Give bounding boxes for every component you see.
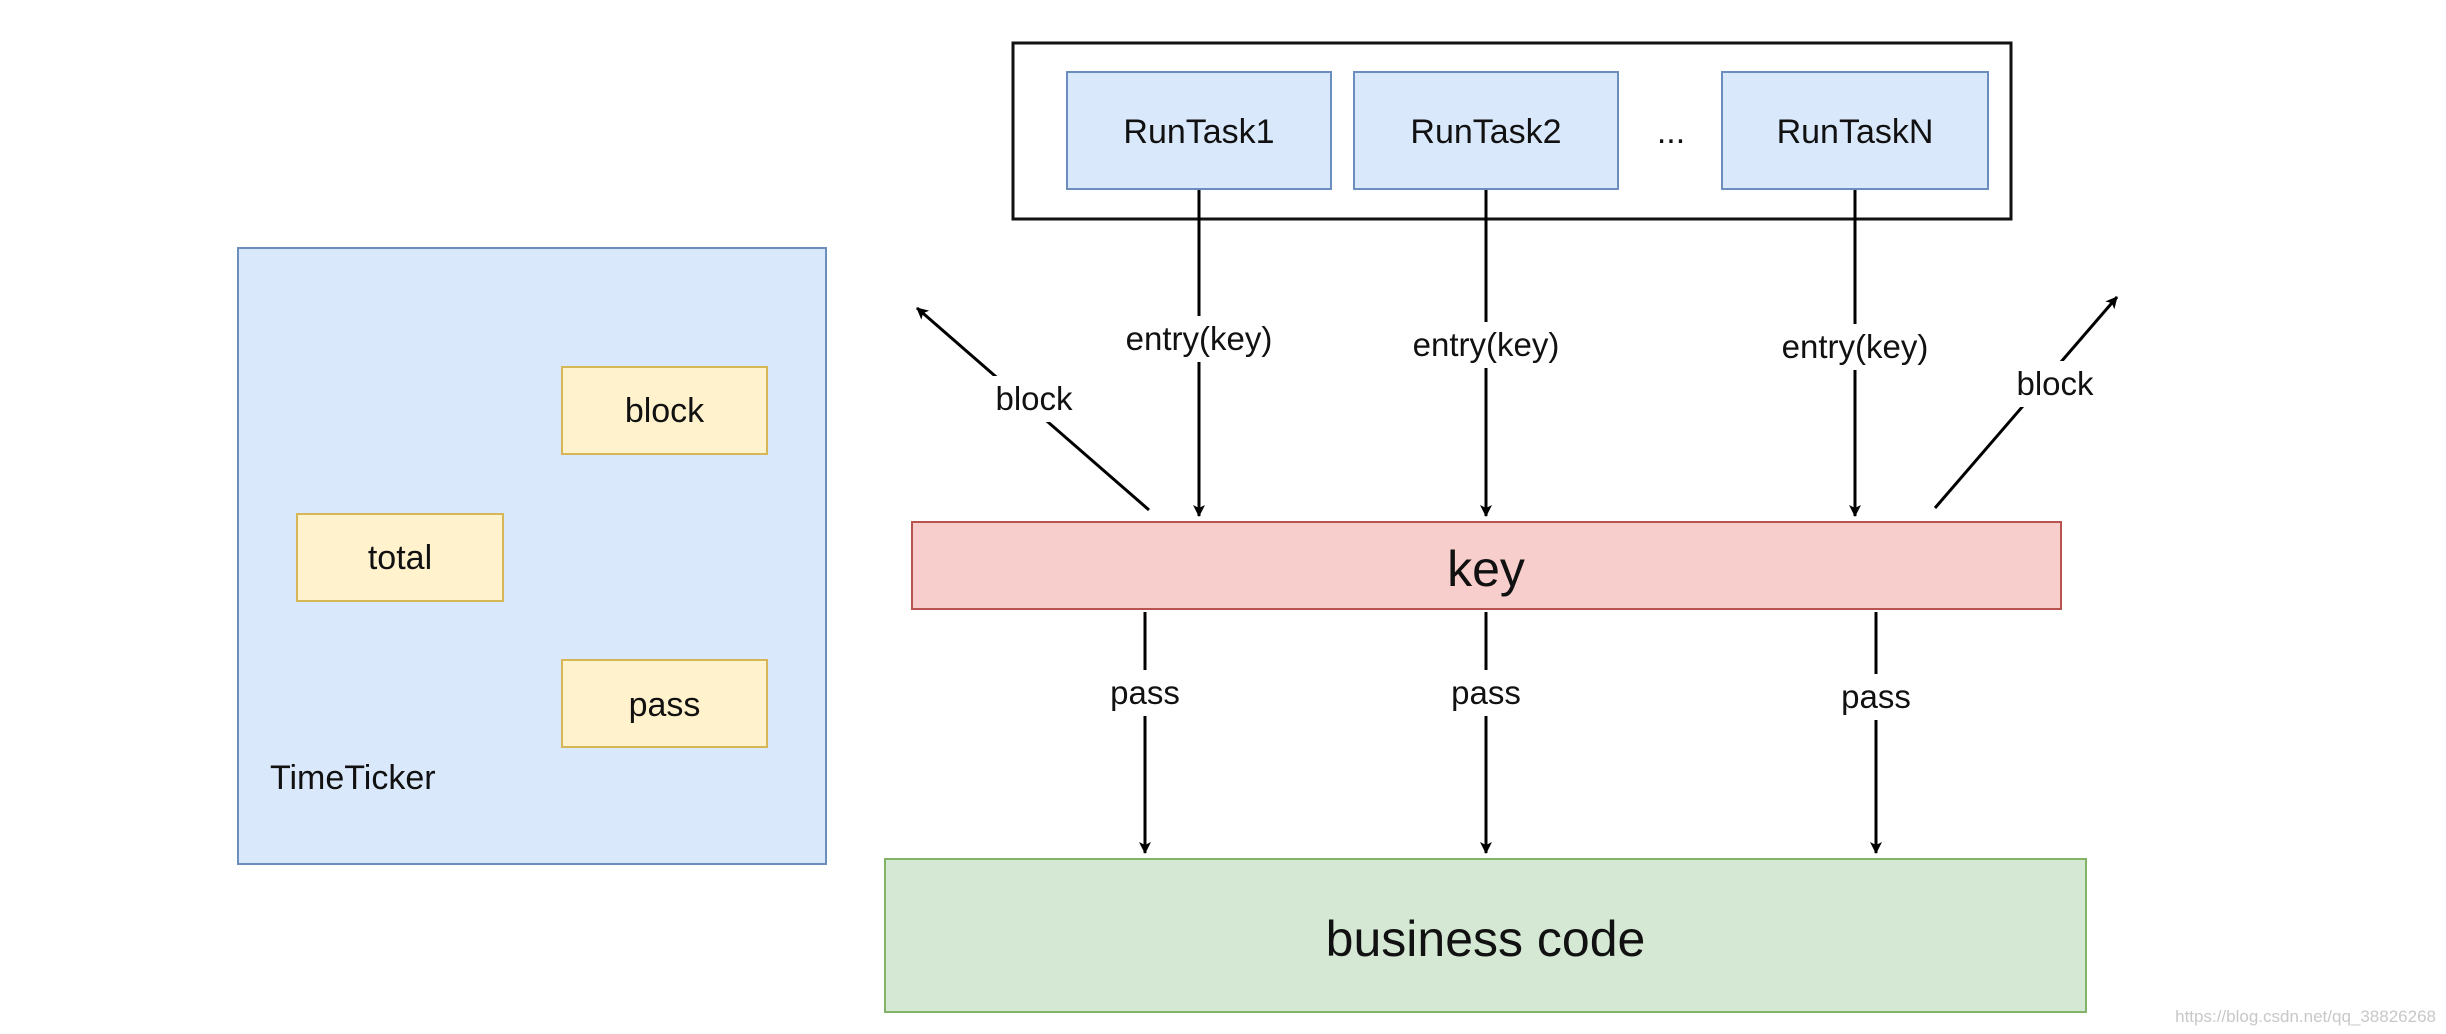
watermark: https://blog.csdn.net/qq_38826268 <box>2175 1007 2436 1026</box>
block-label-right-bg <box>2005 361 2105 407</box>
entry-label-1-bg <box>1118 316 1280 362</box>
block-label-left: block <box>995 380 1073 417</box>
timeticker-label: TimeTicker <box>270 759 436 797</box>
business-code-box <box>884 858 2087 1013</box>
counter-pass-box <box>561 659 768 748</box>
pass-label-1: pass <box>1110 674 1180 711</box>
entry-labels: entry(key) entry(key) entry(key) <box>1118 316 1936 370</box>
block-labels: block block <box>984 361 2105 422</box>
counter-block-box <box>561 366 768 455</box>
pass-label-2-bg <box>1441 670 1531 716</box>
key-bar-group: key <box>911 521 2062 610</box>
entry-label-2: entry(key) <box>1413 326 1560 363</box>
entry-label-1: entry(key) <box>1126 320 1273 357</box>
pass-label-n: pass <box>1841 678 1911 715</box>
runtask-1-box <box>1066 71 1332 190</box>
runtask-group: RunTask1 RunTask2 ... RunTaskN <box>1011 41 2013 221</box>
runtask-1-label: RunTask1 <box>1123 113 1274 151</box>
block-label-left-bg <box>984 376 1084 422</box>
runtask-2-box <box>1353 71 1619 190</box>
business-code-label: business code <box>1326 911 1646 967</box>
entry-label-n: entry(key) <box>1782 328 1929 365</box>
runtask-ellipsis: ... <box>1657 113 1685 151</box>
counter-total-label: total <box>368 539 432 577</box>
key-bar <box>911 521 2062 610</box>
pass-labels: pass pass pass <box>1100 670 1921 720</box>
runtask-n-box <box>1721 71 1989 190</box>
counter-block-label: block <box>625 392 705 430</box>
key-bar-label: key <box>1447 541 1525 597</box>
entry-label-n-bg <box>1774 324 1936 370</box>
pass-edges <box>1139 612 1882 854</box>
counter-pass-label: pass <box>629 686 701 724</box>
counter-total-box <box>296 513 504 602</box>
pass-label-n-bg <box>1831 674 1921 720</box>
entry-label-2-bg <box>1405 322 1567 368</box>
runtask-n-label: RunTaskN <box>1777 113 1934 151</box>
timeticker-group: TimeTicker block total pass <box>237 247 827 865</box>
pass-label-1-bg <box>1100 670 1190 716</box>
runtask-2-label: RunTask2 <box>1410 113 1561 151</box>
business-code-group: business code <box>884 858 2087 1013</box>
block-label-right: block <box>2016 365 2094 402</box>
pass-label-2: pass <box>1451 674 1521 711</box>
